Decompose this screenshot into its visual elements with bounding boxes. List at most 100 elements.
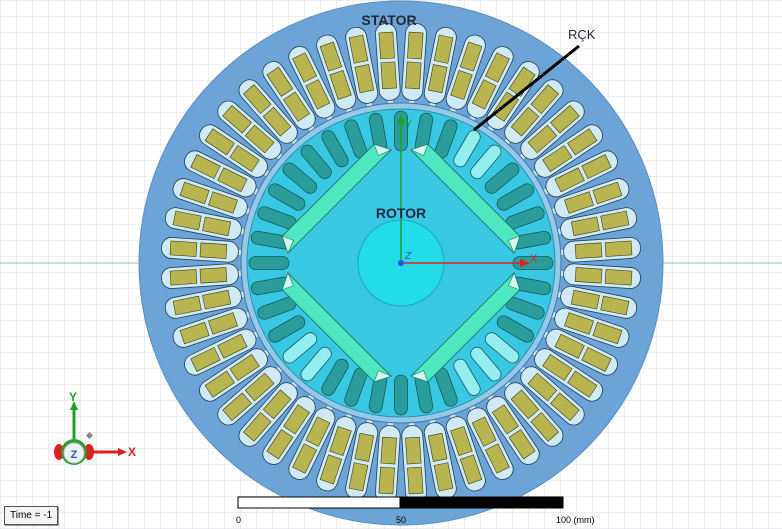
rotor-label: ROTOR [376, 205, 426, 221]
stator-slot [262, 391, 317, 465]
stator-slot [238, 79, 301, 148]
rotor-bar [321, 358, 349, 396]
stator-slot [485, 391, 540, 465]
triad-cube-corner-icon [85, 431, 94, 440]
winding-inner [305, 79, 331, 110]
triad-x-label: X [128, 445, 136, 459]
winding-outer [179, 181, 210, 205]
winding-inner [554, 167, 585, 193]
winding-outer [600, 210, 630, 231]
stator-slot [554, 285, 638, 319]
winding-inner [262, 389, 292, 420]
rotor-magnet [409, 271, 521, 383]
winding-inner [542, 353, 573, 381]
stator-slot [554, 207, 638, 241]
winding-outer [581, 346, 612, 372]
winding-outer [243, 84, 272, 114]
winding-outer [179, 321, 210, 345]
winding-inner [329, 426, 352, 456]
winding-outer [592, 181, 623, 205]
winding-outer [204, 128, 235, 156]
stator-slot [172, 178, 254, 219]
winding-outer [459, 41, 483, 72]
stator-slot [501, 378, 564, 447]
rotor-bar [321, 130, 349, 168]
rotor-bar [484, 162, 520, 194]
winding-inner [354, 64, 375, 94]
winding-outer [550, 105, 580, 134]
x-axis-arrowhead-icon [520, 259, 530, 267]
stator-slot [184, 328, 262, 376]
stator-slot [516, 100, 585, 163]
stator-slot [184, 150, 262, 198]
scale-bar-black [399, 496, 564, 509]
winding-inner [564, 191, 594, 214]
winding-inner [510, 106, 540, 137]
triad-z-face [63, 442, 85, 464]
winding-inner [527, 372, 558, 402]
winding-outer [581, 154, 612, 180]
stator-slot [529, 347, 603, 402]
rotor-bar [484, 332, 520, 364]
winding-outer [169, 269, 198, 286]
rotor-bar [268, 183, 306, 211]
rotor-magnet [281, 271, 393, 383]
winding-outer [190, 154, 221, 180]
time-indicator: Time = -1 [4, 506, 59, 525]
stator-slot [262, 61, 317, 135]
origin-z-label: Z [404, 251, 412, 262]
winding-inner [527, 124, 558, 154]
winding-outer [567, 370, 598, 398]
scale-tick-0: 0 [236, 515, 241, 525]
stator-slot [401, 23, 427, 107]
winding-outer [348, 34, 369, 64]
winding-outer [407, 466, 424, 495]
winding-inner [244, 124, 275, 154]
winding-inner [554, 333, 585, 359]
winding-inner [262, 106, 292, 137]
orientation-triad[interactable]: Z Y X [54, 390, 136, 465]
stator-slot [445, 410, 486, 492]
rotor-bar [282, 162, 318, 194]
winding-inner [380, 61, 397, 90]
stator-slot [375, 23, 401, 107]
winding-outer [190, 346, 221, 372]
stator-slot [423, 26, 457, 110]
stator-slot [529, 124, 603, 179]
winding-inner [450, 70, 473, 100]
winding-inner [283, 91, 311, 122]
rotor-bar [282, 332, 318, 364]
winding-outer [266, 429, 294, 460]
stator-slot [501, 79, 564, 148]
origin-marker [398, 260, 404, 266]
winding-inner [329, 70, 352, 100]
winding-inner [217, 167, 248, 193]
rotor-bar [496, 315, 534, 343]
scale-bar: 0 50 100 (mm) [236, 496, 595, 525]
winding-outer [378, 31, 395, 60]
winding-outer [604, 269, 633, 286]
winding-outer [550, 392, 580, 421]
winding-inner [542, 145, 573, 173]
winding-inner [427, 64, 448, 94]
winding-outer [484, 443, 510, 474]
stator-label: STATOR [361, 12, 416, 28]
rotor-magnet [409, 143, 521, 255]
winding-outer [433, 34, 454, 64]
winding-inner [574, 267, 603, 284]
stator-slot [288, 402, 336, 480]
rotor-bar [248, 256, 290, 270]
winding-inner [244, 372, 275, 402]
winding-outer [319, 454, 343, 485]
winding-outer [292, 443, 318, 474]
winding-outer [530, 84, 559, 114]
rotor-bar [470, 346, 502, 382]
winding-inner [229, 353, 260, 381]
winding-outer [172, 295, 202, 316]
winding-inner [208, 312, 238, 335]
triad-x-cap [84, 444, 94, 460]
winding-outer [433, 462, 454, 492]
rotor-magnets [281, 143, 521, 383]
winding-outer [243, 412, 272, 442]
